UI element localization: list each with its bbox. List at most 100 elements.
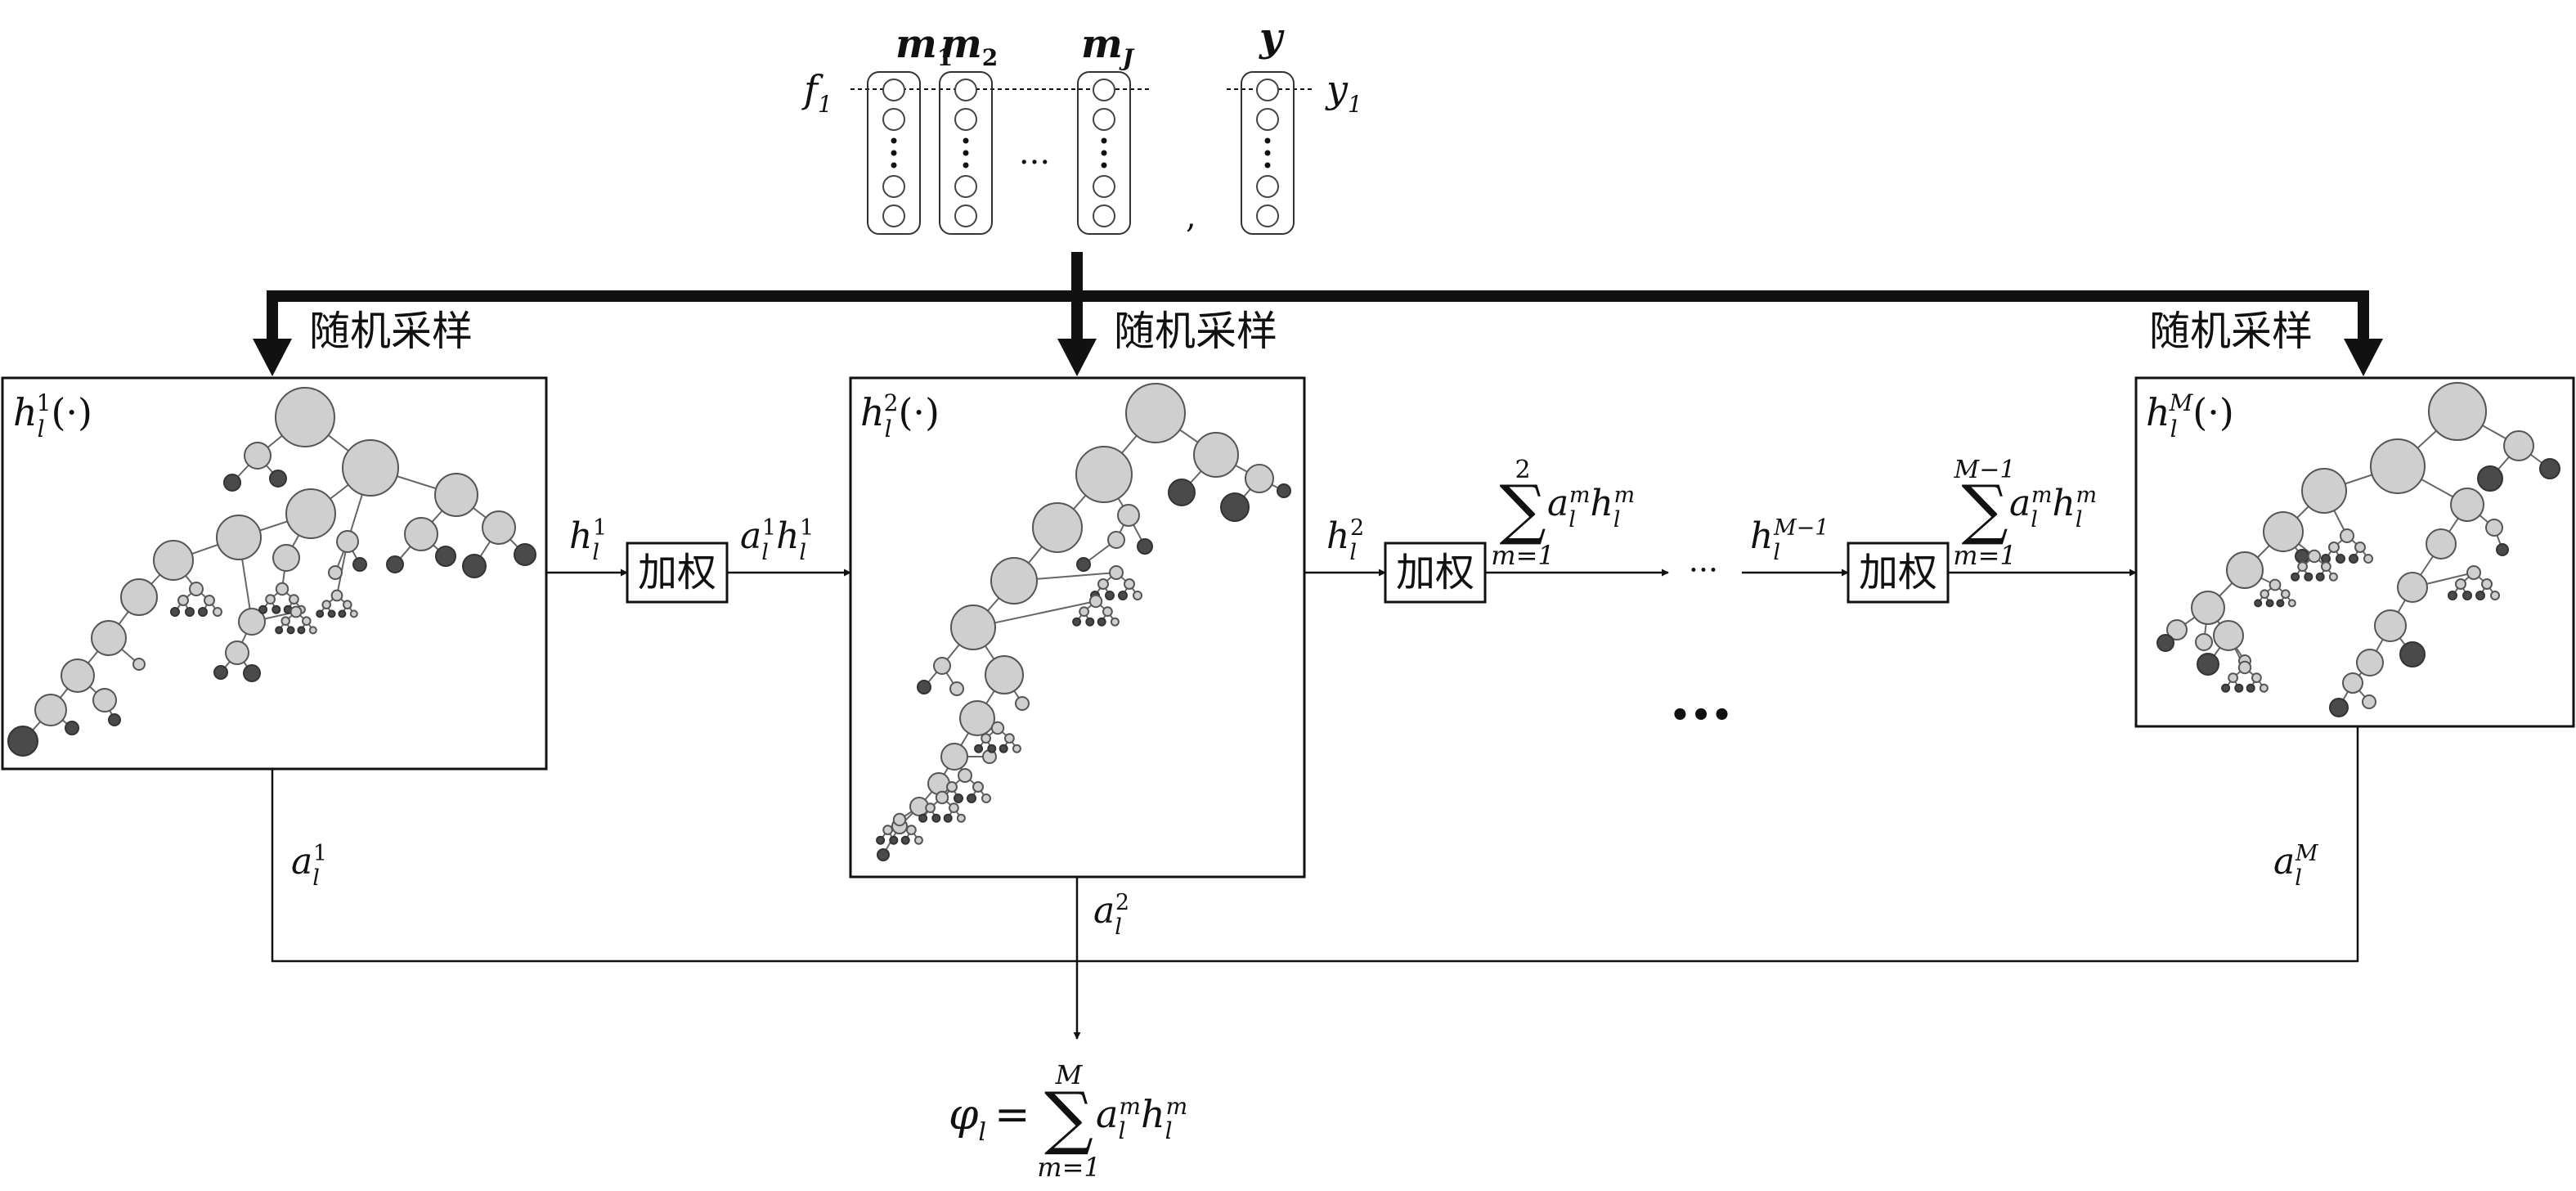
feature-column xyxy=(1077,71,1131,235)
edge-label-h2: hl2 xyxy=(1326,515,1364,565)
input-matrix: f1 y1 m1 m2 mJ ... y , xyxy=(801,15,1362,236)
column-ellipsis-dot xyxy=(1101,150,1107,156)
tree-split-node xyxy=(1133,591,1142,600)
column-ellipsis-dot xyxy=(963,150,969,156)
tree-split-node xyxy=(981,733,991,744)
tree-split-node xyxy=(2263,511,2304,552)
tree-split-node xyxy=(275,582,289,596)
tree-split-node xyxy=(1193,432,1239,478)
column-ellipsis-dot xyxy=(1101,162,1107,169)
tree-leaf-node xyxy=(1168,479,1196,506)
tree-split-node xyxy=(2490,591,2500,600)
aggregation-line xyxy=(271,726,2359,963)
tree-split-node xyxy=(1124,578,1135,590)
tree-split-node xyxy=(1004,733,1015,744)
column-cell-circle xyxy=(1256,79,1279,101)
column-ellipsis-dot xyxy=(1264,162,1271,169)
tree-leaf-node xyxy=(1097,617,1106,627)
tree-leaf-node xyxy=(2156,634,2174,652)
tree-split-node xyxy=(2269,578,2282,591)
column-label-m2: m2 xyxy=(940,21,998,71)
tree-leaf-node xyxy=(876,835,886,845)
column-cell-circle xyxy=(1256,204,1279,227)
tree-split-node xyxy=(1097,578,1109,590)
extra-models-dots: ••• xyxy=(1670,696,1733,735)
feature-column xyxy=(867,71,921,235)
sampling-label-1: 随机采样 xyxy=(309,308,473,355)
column-ellipsis-dot xyxy=(891,137,897,144)
column-ellipsis-dot xyxy=(1264,150,1271,156)
tree-leaf-node xyxy=(352,557,367,572)
tree-split-node xyxy=(265,594,276,604)
weight-a2: al2 xyxy=(1093,890,1129,940)
tree-split-node xyxy=(935,790,949,805)
tree-split-node xyxy=(1032,502,1083,553)
sampling-label-M: 随机采样 xyxy=(2149,308,2313,355)
column-cell-circle xyxy=(954,108,977,131)
tree-leaf-node xyxy=(7,726,38,757)
tree-split-node xyxy=(244,442,272,470)
column-cell-circle xyxy=(1256,108,1279,131)
tree-split-node xyxy=(990,721,1005,735)
tree-leaf-node xyxy=(185,607,195,617)
final-sum-upper-limit: M xyxy=(1055,1059,1084,1090)
tree-split-node xyxy=(275,387,335,447)
tree-split-node xyxy=(958,768,972,783)
tree-leaf-node xyxy=(1105,591,1115,600)
tree-split-node xyxy=(189,582,204,596)
tree-leaf-node xyxy=(2234,683,2244,693)
tree-leaf-node xyxy=(65,721,79,735)
tree-leaf-node xyxy=(1220,492,1250,522)
tree-split-node xyxy=(321,600,332,610)
tree-split-node xyxy=(330,589,343,602)
tree-split-node xyxy=(2166,619,2188,640)
tree-split-node xyxy=(892,812,907,827)
tree-leaf-node xyxy=(2462,591,2472,600)
tree-split-node xyxy=(1117,504,1140,527)
tree-split-node xyxy=(1110,617,1120,627)
tree-split-node xyxy=(981,793,991,803)
tree-split-node xyxy=(913,835,923,845)
column-ellipsis-dot xyxy=(963,162,969,169)
tree-split-node xyxy=(985,655,1024,694)
tree-split-node xyxy=(204,595,215,606)
final-sum-term: almhlm xyxy=(1096,1092,1187,1144)
tree-split-node xyxy=(34,694,67,726)
tree-split-node xyxy=(1102,606,1113,617)
tree-split-node xyxy=(2485,519,2503,537)
tree-split-node xyxy=(1079,606,1089,617)
tree-leaf-node xyxy=(1277,483,1291,498)
tree-leaf-node xyxy=(2315,572,2325,582)
tree-leaf-node xyxy=(2291,572,2300,582)
tree-split-node xyxy=(177,595,189,606)
tree-leaf-node xyxy=(2197,653,2219,676)
column-ellipsis-dot xyxy=(891,162,897,169)
tree-leaf-node xyxy=(2475,591,2485,600)
tree-leaf-node xyxy=(917,680,931,694)
column-cell-circle xyxy=(954,79,977,101)
column-cell-circle xyxy=(1093,108,1115,131)
column-ellipsis: ... xyxy=(1019,134,1050,172)
tree-leaf-node xyxy=(170,607,180,617)
sampling-arrow-M xyxy=(2344,339,2383,376)
decision-tree-M xyxy=(2156,382,2560,717)
tree-leaf-node xyxy=(243,664,261,682)
tree-leaf-node xyxy=(269,470,287,488)
tree-split-node xyxy=(2428,382,2487,441)
tree-split-node xyxy=(2307,549,2322,564)
tree-split-node xyxy=(285,488,336,539)
tree-leaf-node xyxy=(213,665,228,680)
tree-split-node xyxy=(482,510,516,545)
sum1-term: almhlm xyxy=(1547,483,1635,533)
tree-leaf-node xyxy=(1137,538,1153,555)
column-cell-circle xyxy=(954,175,977,198)
tree-leaf-node xyxy=(2539,458,2560,479)
tree-leaf-node xyxy=(889,835,899,845)
tree-leaf-node xyxy=(198,607,208,617)
tree-leaf-node xyxy=(275,626,284,635)
tree-split-node xyxy=(959,700,995,736)
edge-label-h1: hl1 xyxy=(569,515,607,565)
tree-split-node xyxy=(2228,672,2239,683)
tree-label-2: hl2(·) xyxy=(860,389,940,443)
tree-split-node xyxy=(289,594,299,604)
